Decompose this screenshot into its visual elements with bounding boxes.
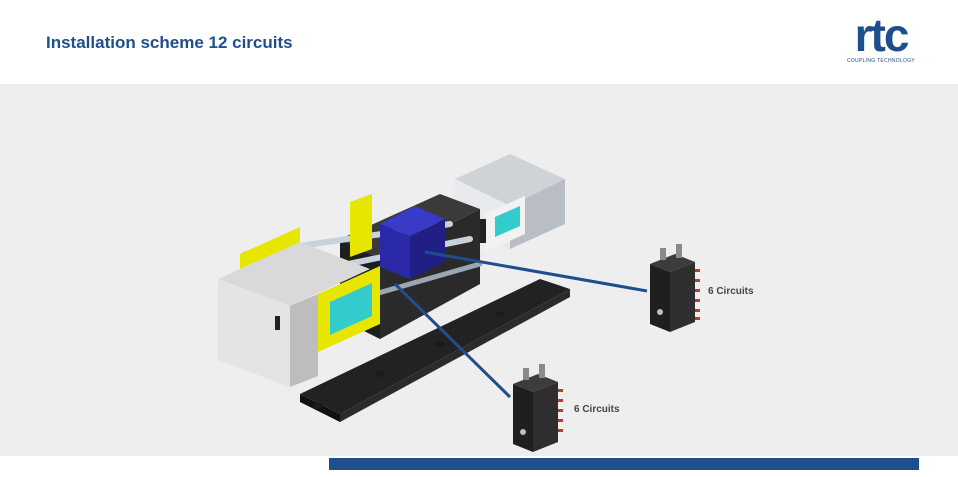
- mold-block: [380, 206, 445, 236]
- slide-title: Installation scheme 12 circuits: [46, 33, 293, 52]
- manifold-label-1: 6 Circuits: [708, 286, 754, 297]
- connector-line-1: [424, 250, 648, 293]
- connector-line-2: [393, 282, 512, 399]
- yellow-guard-left: [240, 227, 300, 269]
- clamp-unit-top: [218, 242, 370, 306]
- manifold-unit-2: [513, 364, 563, 452]
- manifold-label-2: 6 Circuits: [574, 404, 620, 415]
- yellow-guard-top: [350, 194, 372, 257]
- machine-illustration: [218, 154, 700, 452]
- rtc-logo: rtc COUPLING TECHNOLOGY: [842, 12, 920, 66]
- logo-wordmark: rtc: [854, 9, 910, 61]
- cyan-window: [330, 283, 372, 335]
- manifold-unit-1: [650, 244, 700, 332]
- logo-tagline: COUPLING TECHNOLOGY: [846, 58, 916, 64]
- injection-unit-top: [455, 154, 565, 206]
- footer-accent-bar: [329, 458, 919, 470]
